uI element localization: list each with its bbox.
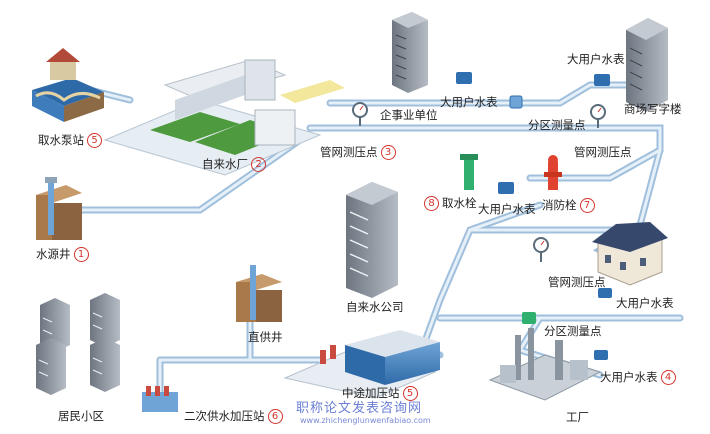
label-water-company: 自来水公司 <box>346 300 404 314</box>
intake-pump-station-icon <box>32 48 104 122</box>
water-meter-icon <box>456 72 472 84</box>
fire-hydrant-icon <box>544 155 562 190</box>
label-enterprise: 企事业单位 <box>380 108 438 122</box>
number-badge: 8 <box>424 196 439 211</box>
enterprise-building-icon <box>392 12 428 93</box>
office-building-icon <box>626 18 668 112</box>
label-big-meter-4: 大用户水表 <box>616 296 674 310</box>
label-pressure-point-2: 管网测压点 <box>574 145 632 159</box>
watermark-text: 职称论文发表咨询网 <box>296 401 423 416</box>
water-meter-icon <box>498 182 514 194</box>
watermark-url: www.zhichenglunwenfabiao.com <box>300 416 431 425</box>
label-big-meter-1: 大用户水表 <box>440 95 498 109</box>
number-badge: 5 <box>402 386 418 401</box>
water-meter-icon <box>598 288 612 298</box>
label-direct-well: 直供井 <box>248 330 283 344</box>
number-badge: 6 <box>267 409 283 424</box>
factory-icon <box>488 328 602 401</box>
label-district-point-1: 分区测量点 <box>528 118 586 132</box>
district-meter-icon <box>522 312 536 324</box>
label-big-meter-2: 大用户水表 <box>567 52 625 66</box>
pressure-gauge-icon <box>590 104 606 128</box>
label-district-point-2: 分区测量点 <box>544 324 602 338</box>
number-badge: 2 <box>251 157 266 172</box>
label-factory: 工厂 <box>566 410 589 424</box>
boost-station-icon <box>283 330 440 399</box>
residential-buildings-icon <box>36 293 120 395</box>
label-residential: 居民小区 <box>58 409 104 423</box>
source-well-icon <box>36 177 82 240</box>
water-plant-icon <box>103 59 345 176</box>
label-big-meter-3: 大用户水表 <box>478 202 536 216</box>
number-badge: 4 <box>660 370 676 385</box>
number-badge: 7 <box>579 198 595 213</box>
green-hydrant-icon <box>460 154 478 190</box>
water-meter-icon <box>594 74 610 86</box>
label-office-building: 商场写字楼 <box>624 102 682 116</box>
number-badge: 1 <box>73 247 89 262</box>
direct-well-icon <box>236 265 282 322</box>
pressure-gauge-icon <box>352 102 368 126</box>
district-meter-icon <box>509 95 523 109</box>
label-pressure-point-3: 管网测压点 <box>548 275 606 289</box>
house-icon <box>592 222 668 286</box>
pressure-gauge-icon <box>533 237 549 262</box>
number-badge: 3 <box>380 145 396 160</box>
water-company-building-icon <box>346 182 398 298</box>
secondary-boost-pump-icon <box>142 386 178 412</box>
number-badge: 5 <box>87 133 102 148</box>
water-meter-icon <box>594 350 608 360</box>
